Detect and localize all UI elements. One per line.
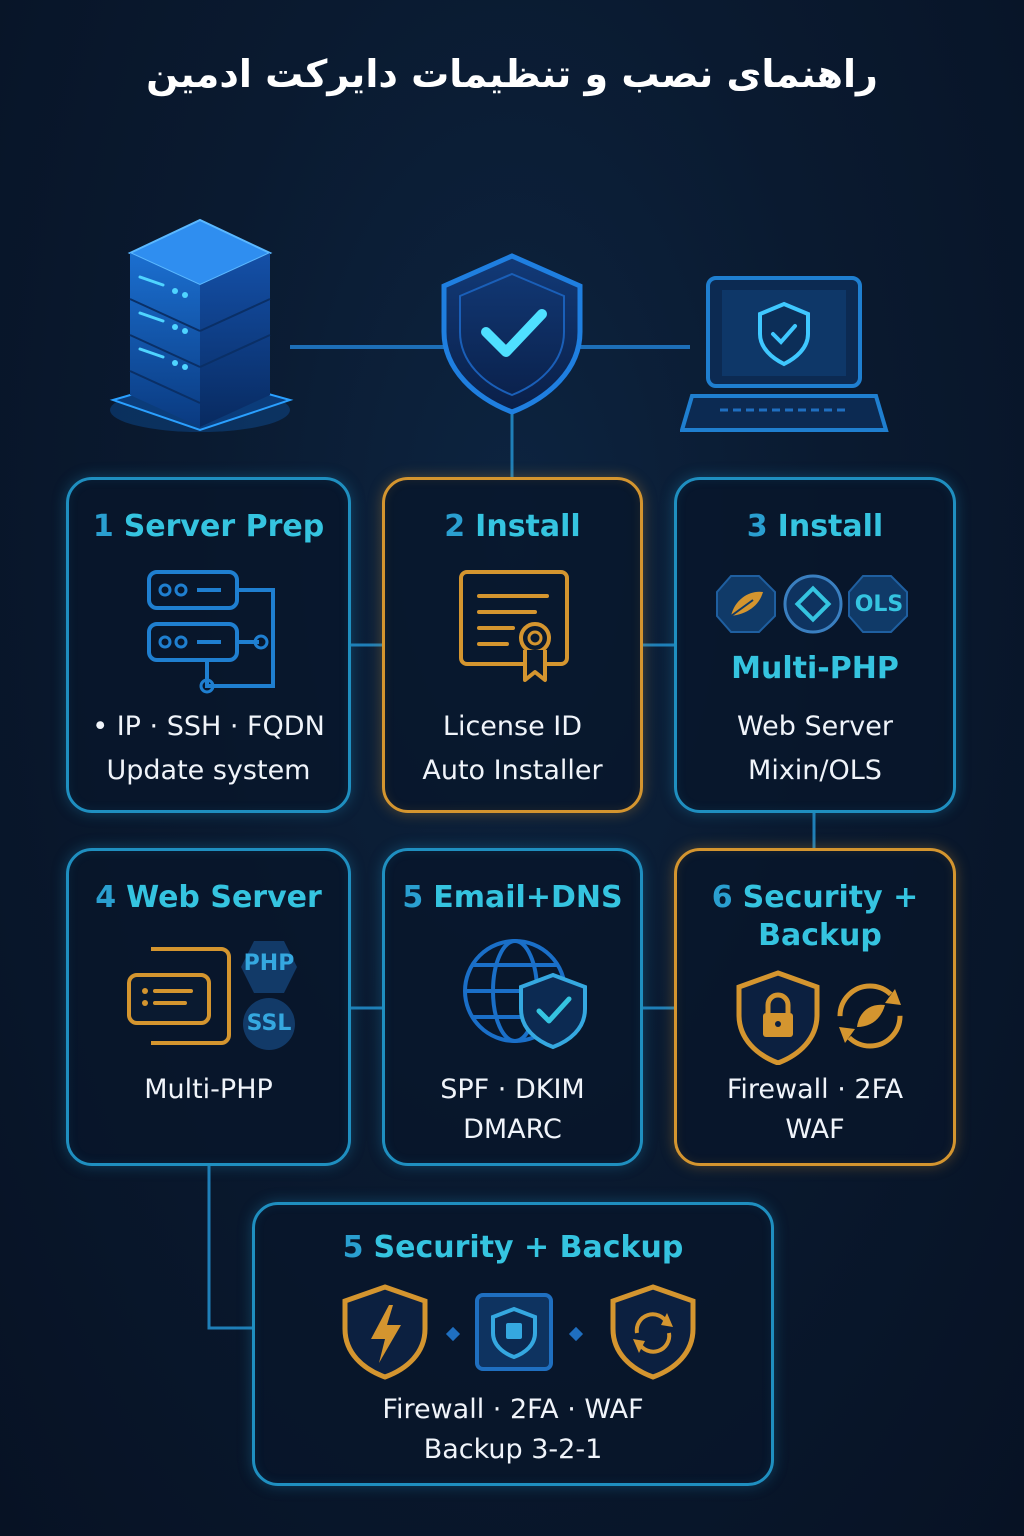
card-line: Firewall · 2FA · WAF — [382, 1394, 644, 1425]
card-title-line2: Backup — [758, 918, 882, 953]
card-email-dns: 5 Email+DNS SPF · DKIM DMARC — [382, 848, 643, 1166]
card-install-webserver: 3 Install OLS Multi-PHP Web Server Mixin/… — [674, 477, 956, 813]
card-line: Update system — [106, 755, 311, 786]
certificate-icon — [459, 570, 569, 682]
step-number: 3 — [746, 509, 768, 544]
card-title: Email+DNS — [433, 880, 623, 915]
card-title: Security + Backup — [373, 1230, 684, 1265]
card-line: Web Server — [737, 711, 893, 742]
ssl-badge-icon — [243, 998, 295, 1050]
ols-badge: OLS — [854, 592, 904, 617]
ssl-badge-label: SSL — [246, 1011, 292, 1036]
web-server-badges-icon — [716, 574, 908, 634]
security-shields-icon — [342, 1284, 696, 1380]
card-line: • IP · SSH · FQDN — [92, 711, 325, 742]
php-badge-icon — [241, 941, 297, 993]
laptop-shield-icon — [680, 276, 889, 432]
card-line: License ID — [442, 711, 583, 742]
card-title: Web Server — [126, 880, 322, 915]
card-line: Multi-PHP — [144, 1074, 273, 1105]
step-number: 5 — [402, 880, 424, 915]
step-number: 2 — [444, 509, 466, 544]
card-web-server: 4 Web Server PHP SSL Multi-PHP — [66, 848, 351, 1166]
card-line: Mixin/OLS — [748, 755, 882, 786]
backup-sync-icon — [837, 983, 903, 1049]
card-title: Security + — [742, 880, 919, 915]
page-title: راهنمای نصب و تنظیمات دایرکت ادمین — [146, 52, 878, 96]
lock-shield-icon — [736, 970, 820, 1065]
globe-shield-icon — [463, 939, 587, 1050]
server-network-icon — [147, 570, 275, 694]
card-line: Backup 3-2-1 — [423, 1434, 603, 1465]
card-title: Install — [777, 509, 884, 544]
card-line: WAF — [785, 1114, 845, 1145]
shield-check-icon — [441, 253, 583, 415]
php-badge-label: PHP — [243, 951, 295, 976]
step-number: 1 — [92, 509, 114, 544]
card-server-prep: 1 Server Prep • IP · SSH · FQDN Update sy… — [66, 477, 351, 813]
card-title: Server Prep — [123, 509, 325, 544]
step-number: 6 — [711, 880, 733, 915]
card-install-license: 2 Install License ID Auto Installer — [382, 477, 643, 813]
step-number: 5 — [342, 1230, 364, 1265]
card-line: Firewall · 2FA — [726, 1074, 904, 1105]
server-list-icon — [127, 947, 231, 1045]
card-accent: Multi-PHP — [731, 651, 899, 686]
card-line: DMARC — [463, 1114, 562, 1145]
card-title: Install — [475, 509, 581, 544]
card-security-backup: 6 Security + Backup Firewall · 2FA WAF — [674, 848, 956, 1166]
step-number: 4 — [95, 880, 117, 915]
card-line: Auto Installer — [422, 755, 603, 786]
card-line: SPF · DKIM — [440, 1074, 585, 1105]
server-rack-icon — [109, 218, 294, 432]
